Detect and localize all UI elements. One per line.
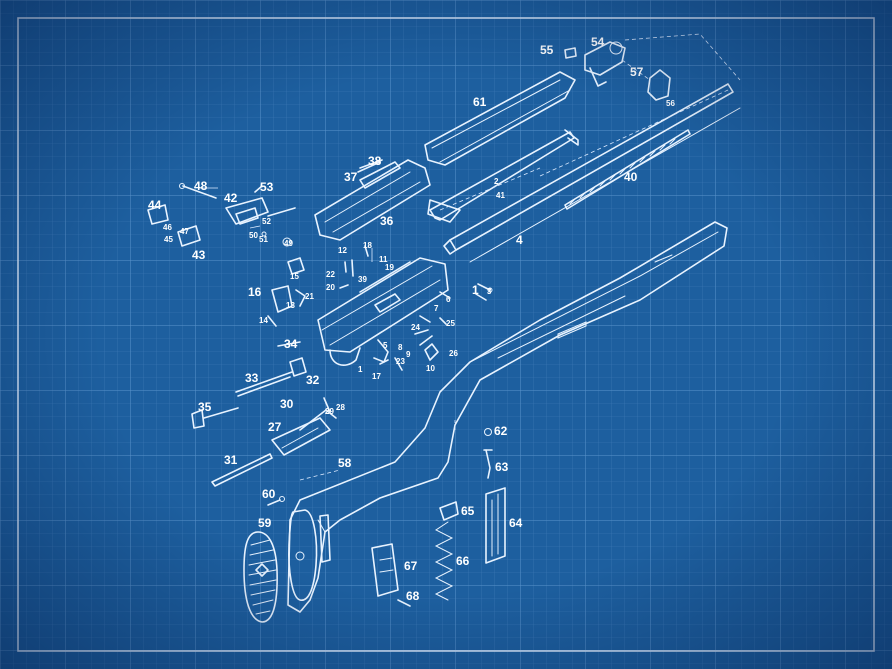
part-number-8: 8 bbox=[398, 343, 403, 352]
bolt-assembly bbox=[314, 159, 431, 241]
part-number-61: 61 bbox=[473, 95, 487, 109]
part-number-42: 42 bbox=[224, 191, 238, 205]
part-number-31: 31 bbox=[224, 453, 238, 467]
part-number-10: 10 bbox=[426, 364, 435, 373]
part-number-46: 46 bbox=[163, 223, 172, 232]
trigger-housing bbox=[317, 257, 449, 366]
operating-rod-spring bbox=[564, 129, 691, 210]
part-number-26: 26 bbox=[449, 349, 458, 358]
part-number-44: 44 bbox=[148, 198, 162, 212]
part-number-65: 65 bbox=[461, 504, 475, 518]
part-number-45: 45 bbox=[164, 235, 173, 244]
part-number-35: 35 bbox=[198, 400, 212, 414]
part-number-54: 54 bbox=[591, 35, 605, 49]
sling-swivel bbox=[483, 428, 493, 479]
takedown-rod bbox=[191, 407, 239, 429]
part-number-64: 64 bbox=[509, 516, 523, 530]
mainspring-assembly bbox=[271, 397, 337, 456]
part-number-11: 11 bbox=[379, 255, 388, 264]
part-number-1: 1 bbox=[472, 283, 479, 297]
leader-lines bbox=[200, 167, 541, 481]
part-number-13: 13 bbox=[286, 301, 295, 310]
part-number-63: 63 bbox=[495, 460, 509, 474]
part-number-14: 14 bbox=[259, 316, 268, 325]
part-number-7: 7 bbox=[434, 304, 439, 313]
part-number-39: 39 bbox=[358, 275, 367, 284]
part-number-59: 59 bbox=[258, 516, 272, 530]
part-number-67: 67 bbox=[404, 559, 418, 573]
magazine-catch bbox=[235, 357, 307, 397]
part-number-60: 60 bbox=[262, 487, 276, 501]
part-number-5: 5 bbox=[383, 341, 388, 350]
part-number-30: 30 bbox=[280, 397, 294, 411]
part-number-58: 58 bbox=[338, 456, 352, 470]
part-number-52: 52 bbox=[262, 217, 271, 226]
butt-side-plate bbox=[288, 509, 331, 601]
part-number-51: 51 bbox=[259, 235, 268, 244]
part-number-32: 32 bbox=[306, 373, 320, 387]
floorplate-pin bbox=[397, 599, 411, 607]
small-parts bbox=[267, 245, 493, 371]
part-number-50: 50 bbox=[249, 231, 258, 240]
part-number-56: 56 bbox=[666, 99, 675, 108]
part-number-23: 23 bbox=[396, 357, 405, 366]
part-number-48: 48 bbox=[194, 179, 208, 193]
operating-slide bbox=[427, 129, 579, 223]
part-number-37: 37 bbox=[344, 170, 358, 184]
magazine-follower bbox=[439, 501, 459, 521]
part-number-24: 24 bbox=[411, 323, 420, 332]
part-number-41: 41 bbox=[496, 191, 505, 200]
part-number-34: 34 bbox=[284, 337, 298, 351]
part-numbers: 1 1 2 3 4 5 6 7 8 9 10 11 12 13 14 15 16… bbox=[148, 35, 675, 603]
stock bbox=[287, 221, 728, 613]
part-number-66: 66 bbox=[456, 554, 470, 568]
part-number-38: 38 bbox=[368, 154, 382, 168]
rear-sight-assembly bbox=[147, 183, 296, 247]
part-number-9: 9 bbox=[406, 350, 411, 359]
butt-screw bbox=[267, 496, 285, 506]
part-number-18: 18 bbox=[363, 241, 372, 250]
part-number-20: 20 bbox=[326, 283, 335, 292]
part-number-15: 15 bbox=[290, 272, 299, 281]
magazine-floorplate bbox=[371, 543, 399, 597]
part-number-25: 25 bbox=[446, 319, 455, 328]
part-number-19: 19 bbox=[385, 263, 394, 272]
magazine-spring bbox=[434, 521, 454, 601]
part-number-53: 53 bbox=[260, 180, 274, 194]
part-number-21: 21 bbox=[305, 292, 314, 301]
part-number-3: 3 bbox=[487, 287, 492, 296]
part-number-57: 57 bbox=[630, 65, 644, 79]
part-number-40: 40 bbox=[624, 170, 638, 184]
part-number-17: 17 bbox=[372, 372, 381, 381]
front-sight-assembly bbox=[564, 33, 741, 101]
magazine bbox=[485, 487, 506, 564]
part-number-4: 4 bbox=[516, 233, 523, 247]
part-number-43: 43 bbox=[192, 248, 206, 262]
part-number-29: 29 bbox=[325, 407, 334, 416]
part-number-2: 2 bbox=[494, 177, 499, 186]
part-number-62: 62 bbox=[494, 424, 508, 438]
handguard bbox=[424, 71, 576, 166]
guide-rod bbox=[211, 453, 273, 487]
part-number-12: 12 bbox=[338, 246, 347, 255]
part-number-27: 27 bbox=[268, 420, 282, 434]
part-number-68: 68 bbox=[406, 589, 420, 603]
part-number-55: 55 bbox=[540, 43, 554, 57]
part-number-16: 16 bbox=[248, 285, 262, 299]
part-number-33: 33 bbox=[245, 371, 259, 385]
part-number-47: 47 bbox=[180, 227, 189, 236]
part-number-49: 49 bbox=[284, 239, 293, 248]
part-number-6: 6 bbox=[446, 295, 451, 304]
sheet-border bbox=[17, 17, 875, 652]
guard-pin bbox=[277, 341, 301, 347]
part-number-28: 28 bbox=[336, 403, 345, 412]
butt-plate bbox=[243, 531, 278, 623]
part-number-22: 22 bbox=[326, 270, 335, 279]
part-number-36: 36 bbox=[380, 214, 394, 228]
part-number-1b: 1 bbox=[358, 365, 363, 374]
